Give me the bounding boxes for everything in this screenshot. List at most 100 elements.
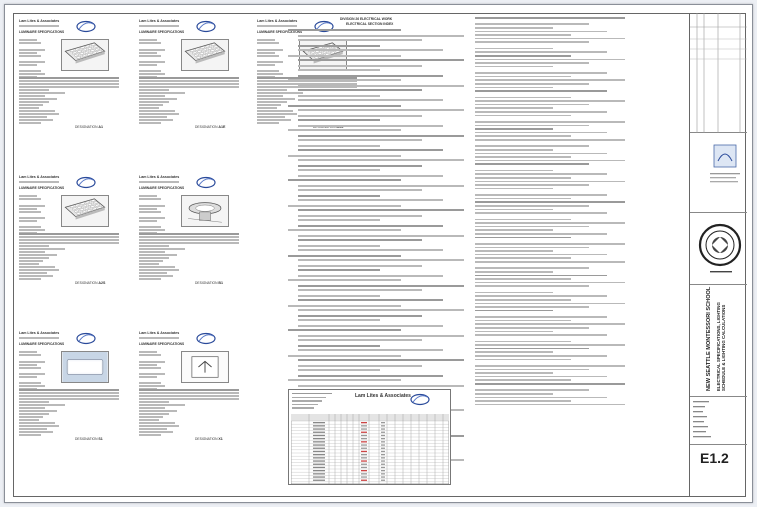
fixture-company-name: Lam Lites & Associates bbox=[19, 175, 60, 179]
notes-text-line bbox=[298, 125, 443, 127]
architect-logo-block bbox=[690, 133, 747, 213]
designation-label: DESIGNATION bbox=[75, 125, 98, 129]
company-logo bbox=[76, 20, 96, 33]
spec-text-line bbox=[19, 392, 119, 394]
notes-text-line bbox=[475, 372, 553, 374]
spec-text-line bbox=[19, 431, 53, 433]
notes-text-line bbox=[475, 225, 589, 228]
notes-text-line bbox=[475, 229, 553, 231]
spec-text-line bbox=[139, 260, 163, 262]
spec-text-line bbox=[19, 413, 49, 415]
spec-text-line bbox=[257, 104, 281, 106]
fixture-designation: DESIGNATION S1 bbox=[75, 437, 103, 441]
notes-text-line bbox=[475, 145, 589, 147]
notes-text-line bbox=[298, 89, 422, 91]
notes-text-line bbox=[475, 121, 625, 123]
spec-text-line bbox=[139, 275, 173, 277]
spec-text-line bbox=[257, 122, 279, 124]
notes-text-line bbox=[298, 75, 443, 77]
notes-text-line bbox=[475, 41, 589, 43]
spec-text-line bbox=[19, 73, 45, 75]
spec-text-line bbox=[19, 278, 41, 280]
engineer-stamp-block bbox=[690, 213, 747, 285]
spec-text-line bbox=[19, 229, 45, 231]
spec-text-line bbox=[139, 83, 239, 85]
notes-text-line bbox=[475, 281, 625, 284]
spec-text-line bbox=[139, 195, 157, 197]
notes-text-line bbox=[298, 259, 464, 261]
spec-text-line bbox=[19, 104, 43, 106]
notes-text-line bbox=[475, 403, 625, 406]
fixture-designation: DESIGNATION A1S bbox=[313, 125, 343, 129]
notes-text-line bbox=[475, 90, 607, 92]
spec-text-line bbox=[139, 388, 157, 390]
designation-label: DESIGNATION bbox=[195, 125, 218, 129]
spec-text-line bbox=[19, 80, 119, 82]
notes-text-line bbox=[475, 55, 571, 57]
notes-text-line bbox=[298, 369, 380, 371]
spec-text-line bbox=[139, 434, 161, 436]
company-logo bbox=[196, 20, 216, 33]
notes-text-line bbox=[298, 249, 443, 251]
spec-text-line bbox=[19, 385, 45, 387]
notes-text-line bbox=[298, 309, 464, 311]
spec-text-line bbox=[139, 410, 177, 412]
spec-text-line bbox=[257, 73, 283, 75]
spec-text-line bbox=[19, 42, 41, 44]
exit-fixture-image bbox=[181, 351, 229, 383]
spec-text-line bbox=[19, 388, 37, 390]
spec-text-line bbox=[19, 272, 47, 274]
notes-text-line bbox=[475, 236, 571, 239]
spec-text-line bbox=[257, 80, 357, 82]
spec-text-line bbox=[257, 70, 279, 72]
spec-text-line bbox=[19, 86, 119, 88]
notes-text-line bbox=[475, 222, 625, 224]
spec-text-line bbox=[139, 39, 157, 41]
notes-text-line bbox=[298, 189, 422, 191]
notes-text-line bbox=[475, 257, 571, 259]
spec-text-line bbox=[139, 425, 179, 427]
spec-text-line bbox=[257, 76, 275, 78]
designation-value: X1 bbox=[218, 437, 223, 441]
spec-text-line bbox=[19, 242, 119, 244]
drawing-info-block bbox=[690, 397, 747, 445]
notes-text-line bbox=[475, 197, 571, 200]
notes-text-line bbox=[288, 105, 401, 107]
notes-text-line bbox=[475, 86, 553, 89]
revision-block bbox=[690, 13, 747, 133]
schedule-table bbox=[291, 414, 449, 484]
notes-text-line bbox=[298, 289, 422, 291]
sheet-title-block: NEW SEATTLE MONTESSORI SCHOOL ELECTRICAL… bbox=[690, 285, 747, 397]
spec-text-line bbox=[257, 101, 287, 103]
notes-text-line bbox=[298, 185, 464, 187]
specification-notes-right bbox=[475, 17, 685, 437]
spec-text-line bbox=[139, 181, 179, 183]
spec-text-line bbox=[257, 42, 279, 44]
spec-text-line bbox=[257, 116, 285, 118]
spec-text-line bbox=[139, 351, 157, 353]
notes-text-line bbox=[298, 335, 464, 337]
notes-text-line bbox=[475, 243, 625, 245]
spec-text-line bbox=[139, 92, 185, 94]
notes-text-line bbox=[298, 109, 464, 111]
spec-text-line bbox=[139, 245, 169, 247]
notes-text-line bbox=[298, 285, 464, 287]
fixture-company-name: Lam Lites & Associates bbox=[19, 331, 60, 335]
notes-text-line bbox=[475, 156, 571, 158]
notes-text-line bbox=[298, 45, 380, 47]
notes-text-line bbox=[475, 233, 607, 235]
spec-text-line bbox=[139, 70, 161, 72]
spec-text-line bbox=[257, 89, 287, 91]
spec-text-line bbox=[257, 119, 291, 121]
schedule-project-info bbox=[292, 393, 332, 409]
spec-text-line bbox=[19, 52, 37, 54]
notes-text-line bbox=[475, 246, 589, 249]
spec-text-line bbox=[19, 83, 119, 85]
spec-text-line bbox=[19, 248, 65, 250]
notes-text-line bbox=[475, 51, 607, 53]
notes-text-line bbox=[475, 62, 589, 64]
spec-text-line bbox=[139, 232, 157, 234]
spec-text-line bbox=[257, 107, 277, 109]
spec-text-line bbox=[19, 263, 39, 265]
